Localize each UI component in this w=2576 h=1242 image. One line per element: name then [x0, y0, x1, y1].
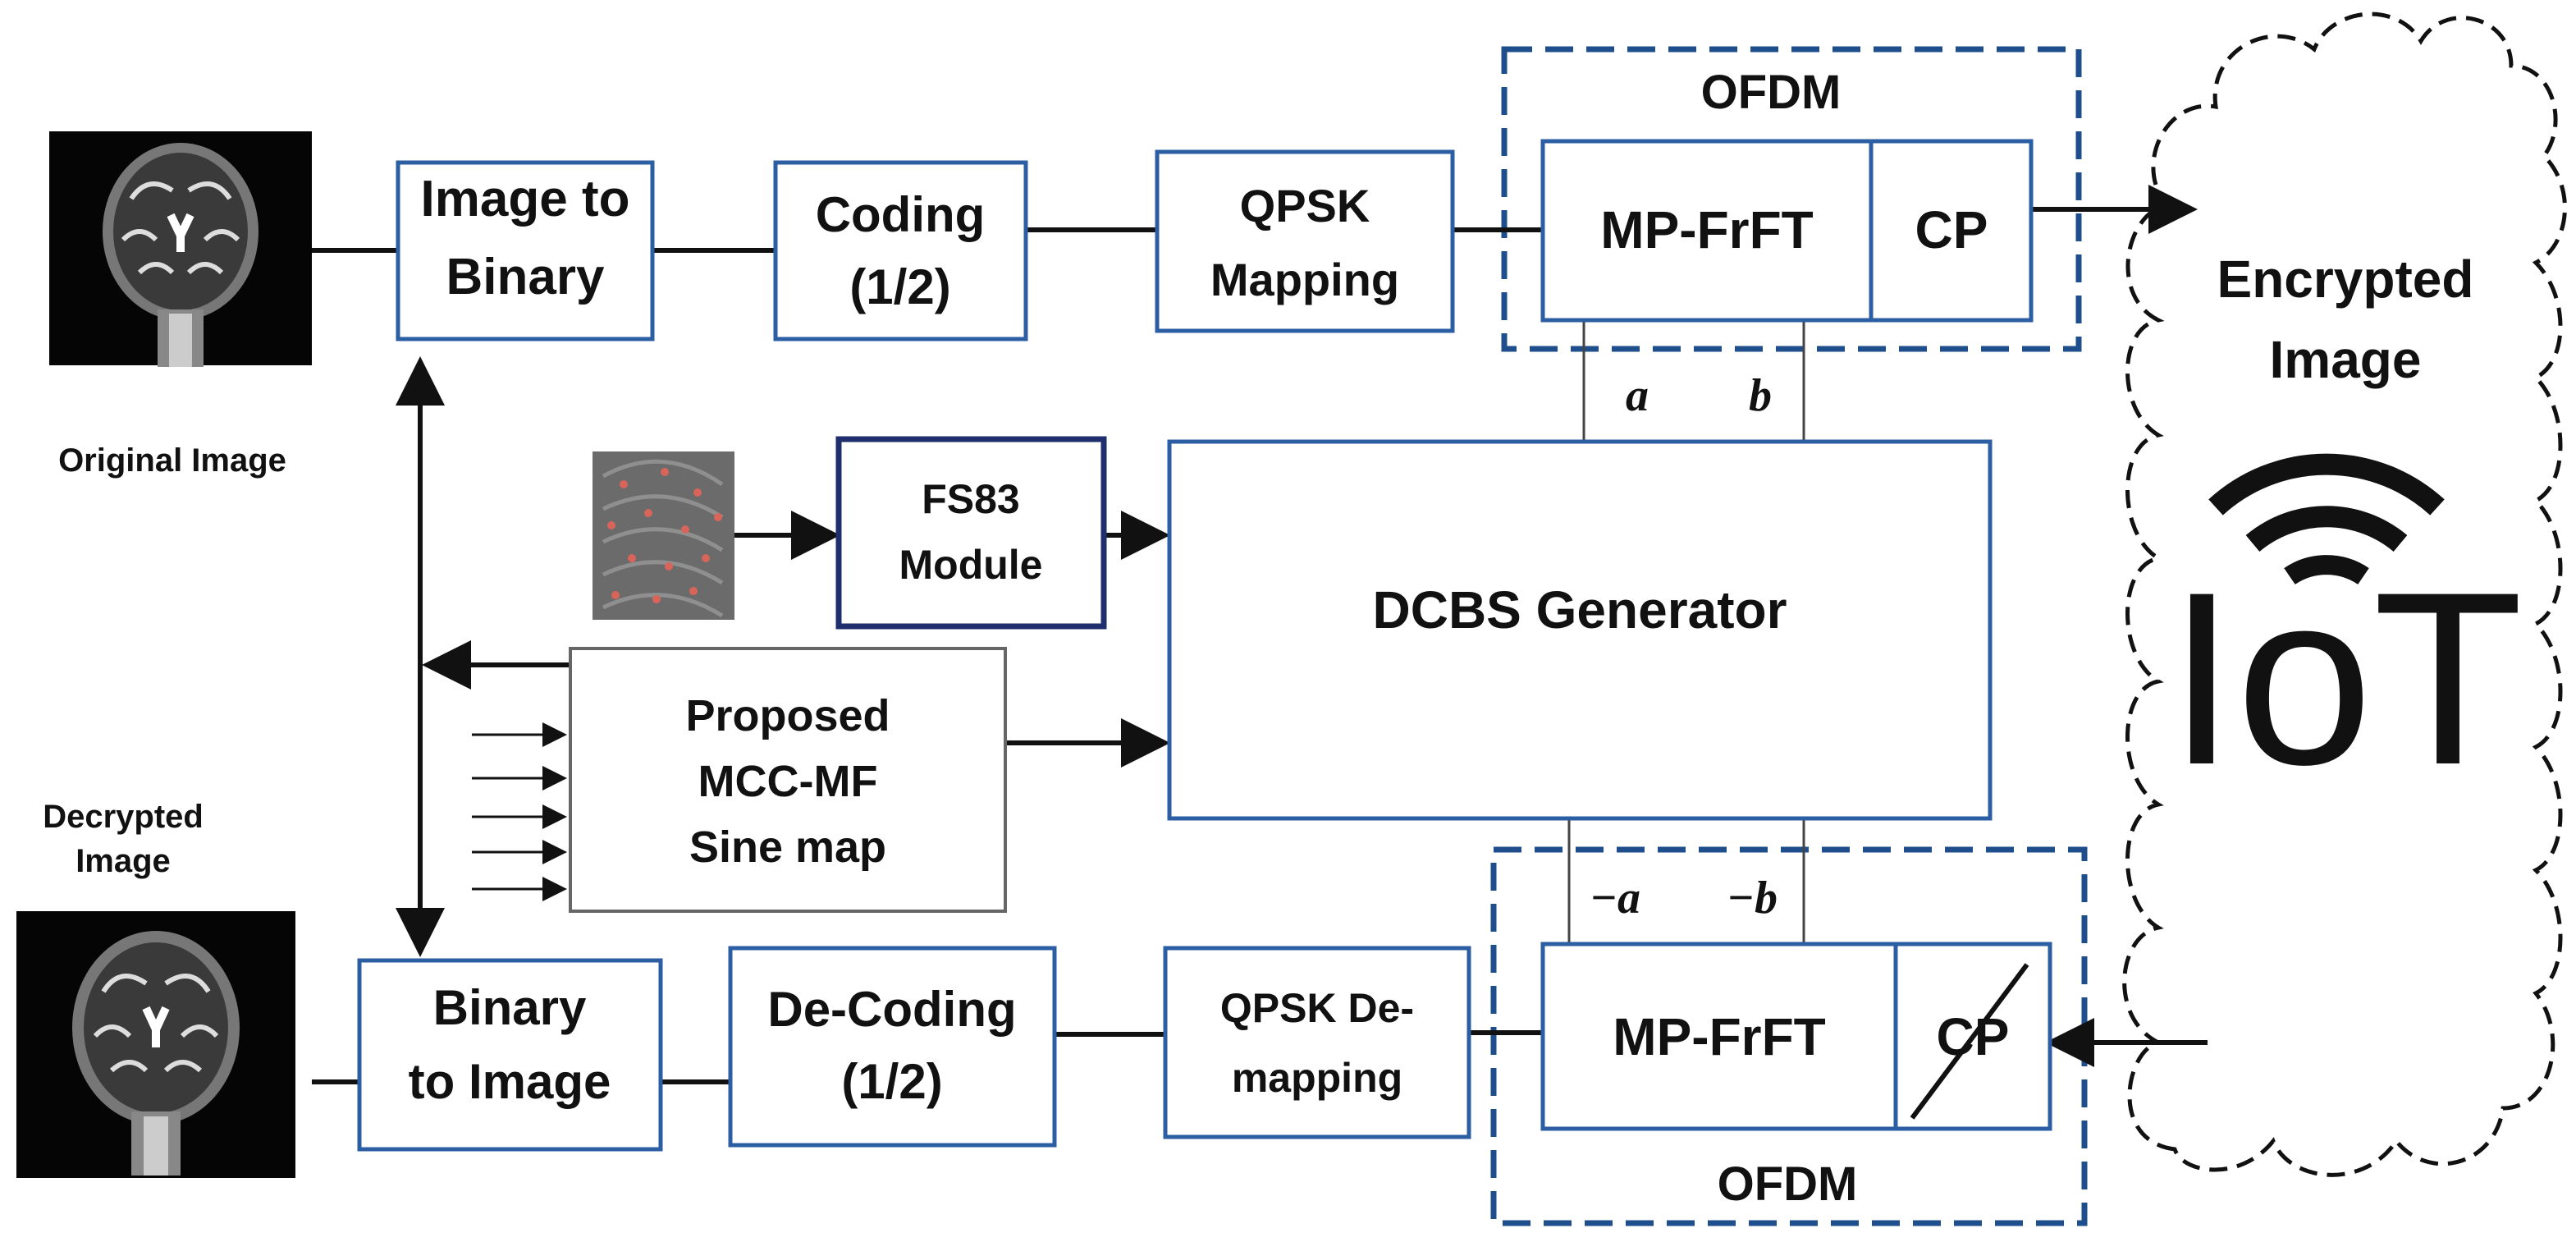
dcbs-generator-label: DCBS Generator: [1373, 580, 1787, 639]
decrypted-image-caption-line2: Image: [75, 843, 171, 879]
cloud-icon: [2122, 11, 2567, 1177]
iot-wifi-icon: IoT: [2167, 453, 2523, 816]
ofdm-tx-region: [1501, 46, 2082, 352]
de-coding-line2: (1/2): [841, 1054, 942, 1109]
qpsk-demapping-line1: QPSK De-: [1220, 985, 1414, 1031]
encrypted-image-line1: Encrypted: [2217, 250, 2474, 309]
decrypted-image-caption-line1: Decrypted: [43, 799, 204, 835]
coding-line1: Coding: [816, 187, 986, 242]
coding-line2: (1/2): [849, 259, 950, 314]
iot-text: IoT: [2167, 540, 2523, 816]
mp-frft-tx-block: MP-FrFT: [1540, 139, 1874, 323]
brain-mri-icon: [103, 143, 259, 367]
qpsk-mapping-line1: QPSK: [1240, 180, 1370, 231]
ofdm-rx-region: [1490, 846, 2088, 1226]
mp-frft-rx-block: MP-FrFT: [1540, 942, 1898, 1131]
fs83-line1: FS83: [922, 476, 1020, 522]
mp-frft-tx-label: MP-FrFT: [1600, 200, 1814, 259]
qpsk-demapping-line2: mapping: [1232, 1055, 1402, 1101]
cp-tx-block: CP: [1869, 139, 2034, 323]
binary-to-image-block: Binary to Image: [357, 958, 663, 1152]
dcbs-generator-block: DCBS Generator: [1167, 439, 1993, 821]
proposed-map-line1: Proposed: [685, 691, 890, 740]
image-to-binary-line1: Image to: [421, 171, 630, 227]
mp-frft-rx-label: MP-FrFT: [1613, 1007, 1826, 1066]
binary-to-image-line1: Binary: [433, 980, 587, 1035]
binary-to-image-line2: to Image: [409, 1054, 611, 1109]
param-a-label: a: [1626, 370, 1649, 421]
encrypted-image-line2: Image: [2270, 330, 2422, 389]
decrypted-image: [16, 911, 295, 1178]
image-to-binary-block: Image to Binary: [396, 160, 655, 341]
proposed-map-line2: MCC-MF: [698, 757, 878, 806]
proposed-map-line3: Sine map: [689, 823, 886, 872]
qpsk-mapping-line2: Mapping: [1210, 254, 1399, 305]
de-coding-block: De-Coding (1/2): [728, 946, 1057, 1148]
original-image-caption: Original Image: [58, 442, 286, 479]
fs83-line2: Module: [899, 542, 1043, 588]
qpsk-mapping-block: QPSK Mapping: [1155, 149, 1455, 333]
map-input-arrows: [472, 722, 567, 901]
cp-tx-label: CP: [1915, 200, 1988, 259]
fingerprint-icon: [593, 451, 734, 620]
de-coding-line1: De-Coding: [767, 982, 1016, 1037]
param-b-label: b: [1749, 370, 1772, 421]
brain-mri-icon: [72, 931, 240, 1176]
original-image: [49, 131, 312, 367]
param-neg-b-label: −b: [1727, 873, 1778, 923]
cp-strike-line: [1910, 963, 2029, 1120]
coding-block: Coding (1/2): [773, 160, 1028, 341]
ofdm-tx-label: OFDM: [1701, 66, 1842, 119]
param-neg-a-label: −a: [1590, 873, 1640, 923]
image-to-binary-line2: Binary: [446, 249, 605, 305]
proposed-map-block: Proposed MCC-MF Sine map: [569, 647, 1007, 913]
qpsk-demapping-block: QPSK De- mapping: [1163, 946, 1471, 1139]
fs83-module-block: FS83 Module: [835, 436, 1107, 630]
ofdm-rx-label: OFDM: [1718, 1157, 1858, 1211]
cp-removal-block: CP: [1893, 942, 2052, 1131]
